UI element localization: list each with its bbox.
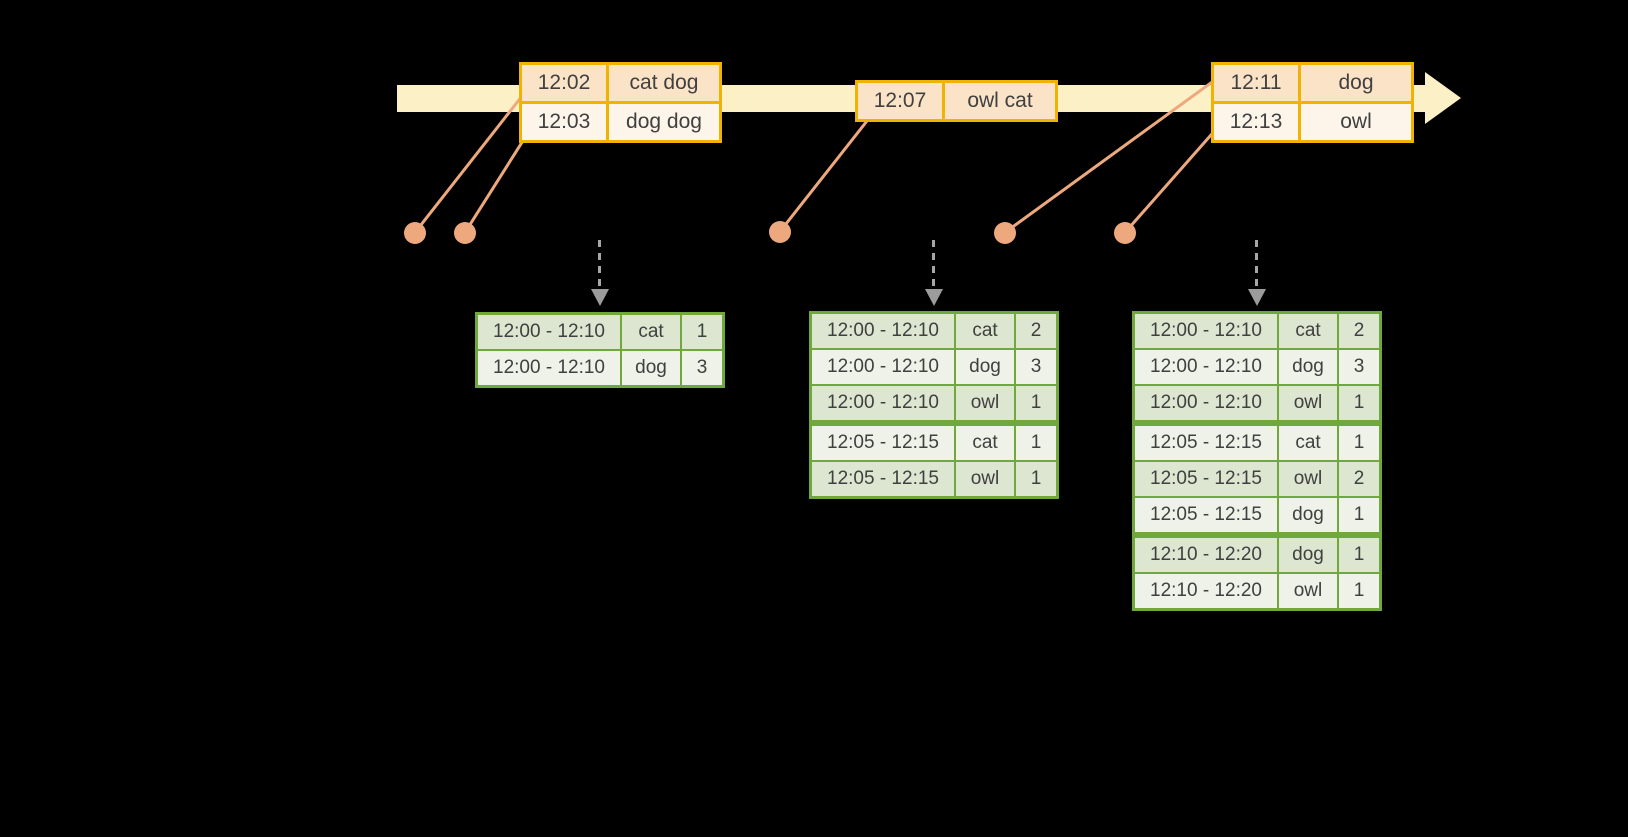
event-dot [1114, 222, 1136, 244]
count-cell: 2 [1016, 314, 1056, 348]
window-cell: 12:05 - 12:15 [812, 426, 954, 460]
count-cell: 1 [1016, 426, 1056, 460]
result-table-3: 12:00 - 12:10 cat 2 12:00 - 12:10 dog 3 … [1132, 311, 1382, 611]
event-table-3: 12:11 dog 12:13 owl [1211, 62, 1414, 143]
window-cell: 12:00 - 12:10 [1135, 314, 1277, 348]
count-cell: 1 [1339, 498, 1379, 532]
event-time-cell: 12:03 [522, 104, 606, 140]
event-time-cell: 12:11 [1214, 65, 1298, 101]
trigger-arrowhead-icon [1248, 289, 1266, 306]
result-row: 12:00 - 12:10 dog 3 [478, 351, 722, 385]
trigger-arrow [932, 240, 935, 290]
count-cell: 1 [682, 315, 722, 349]
trigger-arrowhead-icon [925, 289, 943, 306]
count-cell: 1 [1339, 386, 1379, 420]
result-row: 12:05 - 12:15 cat 1 [1135, 426, 1379, 460]
window-cell: 12:05 - 12:15 [812, 462, 954, 496]
word-cell: cat [956, 314, 1014, 348]
window-cell: 12:00 - 12:10 [478, 351, 620, 385]
window-cell: 12:00 - 12:10 [478, 315, 620, 349]
window-cell: 12:10 - 12:20 [1135, 538, 1277, 572]
word-cell: dog [1279, 350, 1337, 384]
event-time-cell: 12:13 [1214, 104, 1298, 140]
count-cell: 3 [1016, 350, 1056, 384]
count-cell: 2 [1339, 462, 1379, 496]
result-row: 12:10 - 12:20 owl 1 [1135, 574, 1379, 608]
word-cell: owl [1279, 462, 1337, 496]
word-cell: dog [1279, 498, 1337, 532]
window-cell: 12:05 - 12:15 [1135, 498, 1277, 532]
window-cell: 12:00 - 12:10 [812, 350, 954, 384]
word-cell: dog [622, 351, 680, 385]
event-table-2: 12:07 owl cat [855, 80, 1058, 122]
result-table-2: 12:00 - 12:10 cat 2 12:00 - 12:10 dog 3 … [809, 311, 1059, 499]
event-words-cell: cat dog [609, 65, 719, 101]
window-cell: 12:10 - 12:20 [1135, 574, 1277, 608]
window-cell: 12:05 - 12:15 [1135, 462, 1277, 496]
word-cell: owl [956, 462, 1014, 496]
event-dot [454, 222, 476, 244]
trigger-arrow [1255, 240, 1258, 290]
event-table-1: 12:02 cat dog 12:03 dog dog [519, 62, 722, 143]
window-cell: 12:00 - 12:10 [812, 386, 954, 420]
result-row: 12:05 - 12:15 owl 2 [1135, 462, 1379, 496]
result-row: 12:00 - 12:10 cat 2 [1135, 314, 1379, 348]
count-cell: 3 [1339, 350, 1379, 384]
word-cell: dog [956, 350, 1014, 384]
event-words-cell: dog [1301, 65, 1411, 101]
window-cell: 12:00 - 12:10 [1135, 350, 1277, 384]
result-row: 12:00 - 12:10 cat 1 [478, 315, 722, 349]
connector-line [463, 137, 527, 234]
count-cell: 1 [1016, 386, 1056, 420]
window-cell: 12:00 - 12:10 [812, 314, 954, 348]
word-cell: owl [956, 386, 1014, 420]
event-dot [994, 222, 1016, 244]
trigger-arrow [598, 240, 601, 290]
result-row: 12:00 - 12:10 owl 1 [1135, 386, 1379, 420]
result-row: 12:00 - 12:10 dog 3 [812, 350, 1056, 384]
count-cell: 1 [1016, 462, 1056, 496]
word-cell: owl [1279, 386, 1337, 420]
event-dot [404, 222, 426, 244]
count-cell: 1 [1339, 574, 1379, 608]
trigger-arrowhead-icon [591, 289, 609, 306]
event-words-cell: dog dog [609, 104, 719, 140]
result-row: 12:10 - 12:20 dog 1 [1135, 538, 1379, 572]
word-cell: owl [1279, 574, 1337, 608]
count-cell: 3 [682, 351, 722, 385]
result-table-1: 12:00 - 12:10 cat 1 12:00 - 12:10 dog 3 [475, 312, 725, 388]
event-words-cell: owl cat [945, 83, 1055, 119]
result-row: 12:00 - 12:10 cat 2 [812, 314, 1056, 348]
result-row: 12:05 - 12:15 owl 1 [812, 462, 1056, 496]
result-row: 12:00 - 12:10 owl 1 [812, 386, 1056, 420]
event-words-cell: owl [1301, 104, 1411, 140]
word-cell: cat [956, 426, 1014, 460]
result-row: 12:05 - 12:15 cat 1 [812, 426, 1056, 460]
word-cell: cat [622, 315, 680, 349]
window-cell: 12:05 - 12:15 [1135, 426, 1277, 460]
count-cell: 1 [1339, 538, 1379, 572]
word-cell: dog [1279, 538, 1337, 572]
event-time-cell: 12:02 [522, 65, 606, 101]
window-cell: 12:00 - 12:10 [1135, 386, 1277, 420]
connector-line [778, 113, 874, 233]
count-cell: 1 [1339, 426, 1379, 460]
connector-line [1123, 130, 1216, 234]
word-cell: cat [1279, 426, 1337, 460]
result-row: 12:05 - 12:15 dog 1 [1135, 498, 1379, 532]
word-cell: cat [1279, 314, 1337, 348]
event-time-cell: 12:07 [858, 83, 942, 119]
count-cell: 2 [1339, 314, 1379, 348]
timeline-arrowhead-icon [1425, 72, 1461, 124]
event-dot [769, 221, 791, 243]
result-row: 12:00 - 12:10 dog 3 [1135, 350, 1379, 384]
